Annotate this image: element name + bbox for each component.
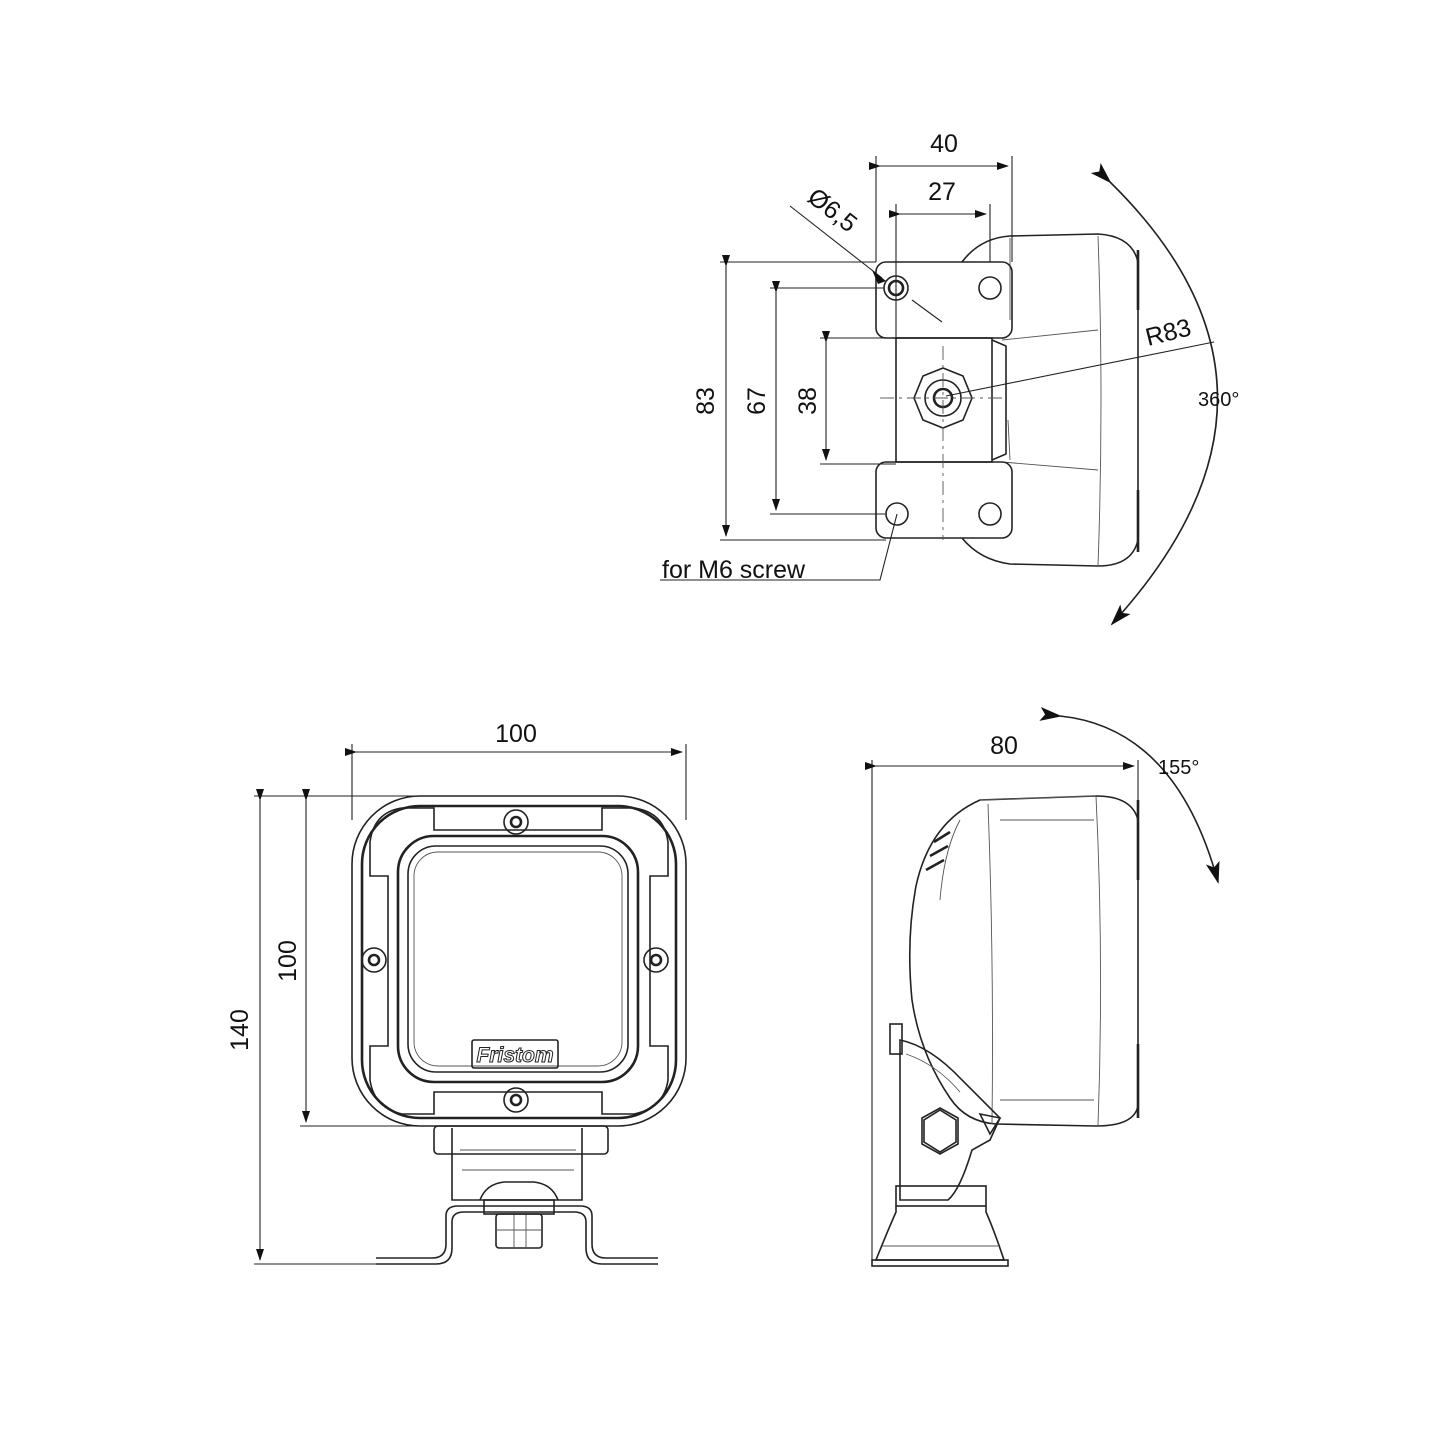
- dim-front-100-width: 100: [495, 720, 537, 748]
- side-view: 80 155°: [865, 706, 1220, 1267]
- bracket-lower-plate: [875, 461, 1013, 539]
- mount-hole-bl: [885, 502, 909, 526]
- front-screw-top: [503, 809, 529, 835]
- front-bezel-ring: [369, 807, 669, 1115]
- top-lamp-body: [961, 233, 1140, 567]
- tilt-arc-155: [1039, 706, 1220, 884]
- front-lens-frame: [396, 834, 640, 1084]
- front-screw-left: [361, 947, 387, 973]
- dim-side-80: 80: [990, 732, 1018, 760]
- front-stand: [376, 1125, 658, 1265]
- dim-top-360: 360°: [1198, 389, 1239, 411]
- dim-side-155: 155°: [1158, 757, 1199, 779]
- mount-hole-tr: [978, 276, 1002, 300]
- front-screw-bottom: [503, 1087, 529, 1113]
- rotation-arc-360: [1090, 162, 1219, 626]
- dim-top-r83: R83: [1143, 314, 1194, 352]
- side-bracket-arm: [899, 1039, 1001, 1201]
- front-screw-right: [643, 947, 669, 973]
- note-m6-screw: for M6 screw: [662, 556, 806, 584]
- front-view: Fristom 100 100 140: [226, 720, 687, 1265]
- dim-front-100-height: 100: [274, 940, 302, 982]
- bracket-column: [895, 337, 993, 463]
- dim-top-83: 83: [692, 387, 720, 415]
- brand-plate: [471, 1039, 559, 1069]
- dim-front-140: 140: [226, 1009, 254, 1051]
- dim-top-40: 40: [930, 130, 958, 158]
- brand-logo-text: Fristom: [476, 1044, 553, 1067]
- dim-top-67: 67: [743, 387, 771, 415]
- side-pivot-nut: [921, 1107, 959, 1155]
- top-view: 40 27 Ø6,5 83 67 38 R83 360° for M6: [660, 130, 1239, 626]
- side-housing: [908, 795, 1139, 1127]
- dim-top-hole: Ø6,5: [802, 183, 862, 238]
- mount-hole-br: [978, 502, 1002, 526]
- dim-top-27: 27: [928, 178, 956, 206]
- dim-top-38: 38: [794, 387, 822, 415]
